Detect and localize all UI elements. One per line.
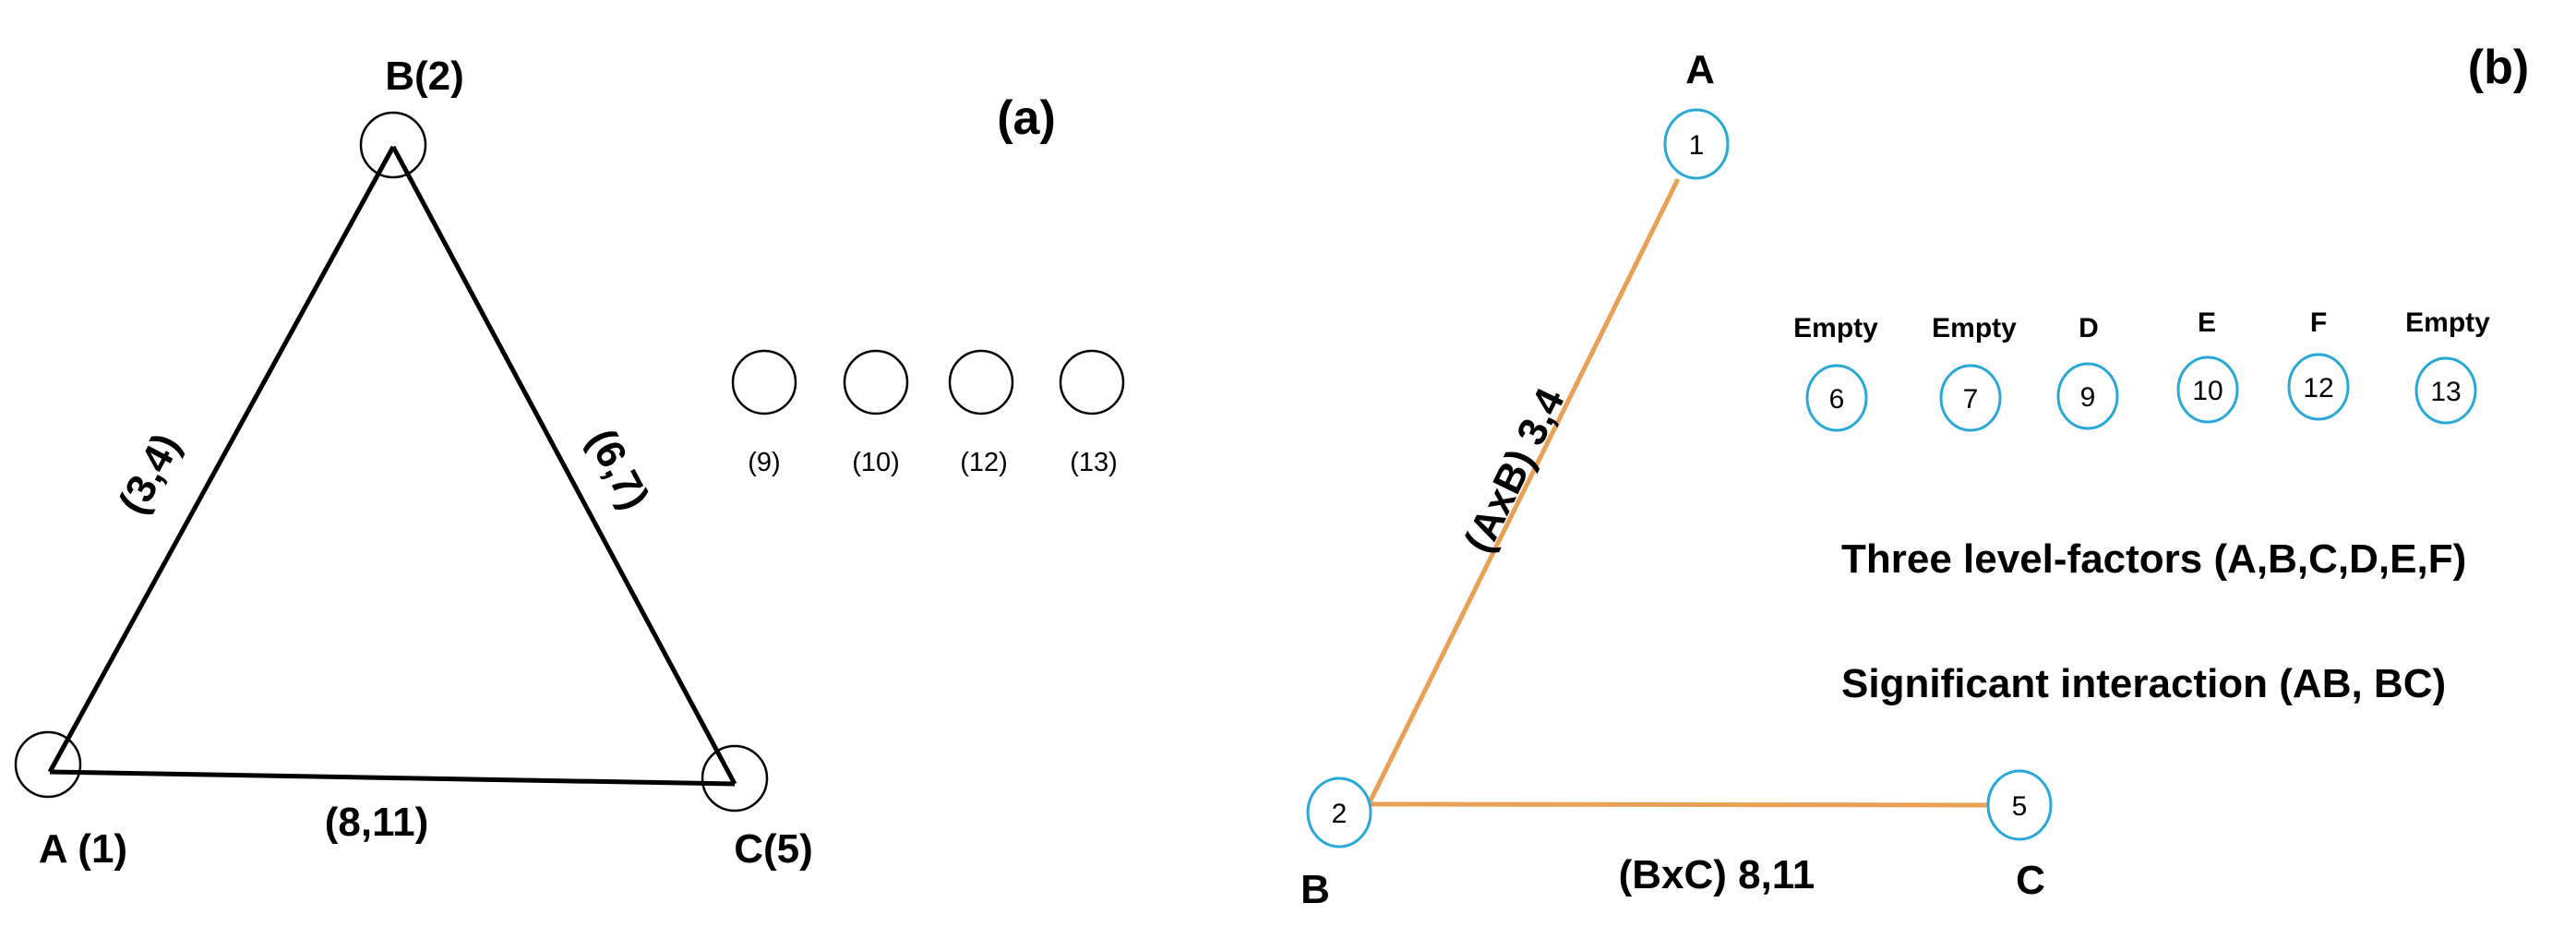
column-circle	[843, 349, 909, 415]
column-circle	[2176, 355, 2239, 424]
panel-a-label: (a)	[997, 91, 1056, 145]
column-circle	[2056, 362, 2119, 430]
column-label: (12)	[960, 448, 1008, 477]
column-circle	[731, 349, 797, 415]
node-c-number: 5	[2012, 791, 2028, 822]
column-assignments: Empty 6 Empty 7 D 9 E 10 F 12 Empty 13	[1793, 307, 2490, 432]
column-number: 7	[1963, 384, 1979, 415]
panel-b: (b) 1 A 2 B 5 C (AxB) 3,4 (BxC) 8,11 Emp…	[1300, 41, 2529, 912]
column-label: (13)	[1070, 448, 1118, 477]
vertex-c-circle	[701, 744, 769, 813]
vertex-a-circle	[14, 730, 82, 799]
edge-ac-label: (8,11)	[325, 800, 429, 845]
column-number: 6	[1829, 384, 1845, 415]
column-factor-label: E	[2198, 307, 2216, 338]
vertex-b-circle	[359, 111, 427, 179]
edge-bc-label: (6,7)	[579, 422, 658, 517]
edge-ab-line	[47, 145, 396, 774]
edge-bc-line	[390, 145, 737, 786]
panel-a-triangle	[47, 145, 737, 787]
node-b-circle	[1306, 777, 1372, 849]
edge-ab-label: (AxB) 3,4	[1456, 381, 1574, 560]
column-number: 10	[2192, 376, 2223, 406]
node-b-number: 2	[1332, 799, 1348, 829]
column-circle	[2287, 353, 2350, 421]
column-factor-label: Empty	[2405, 307, 2490, 338]
node-c-circle	[1986, 769, 2053, 841]
column-circle	[1805, 364, 1868, 432]
panel-a: (a) B(2) A (1) C(5) (3,4) (6,7) (8,11) (…	[14, 54, 1125, 872]
edge-bc-label: (BxC) 8,11	[1619, 852, 1815, 897]
column-label: (9)	[748, 448, 780, 477]
vertex-a-label: A (1)	[39, 826, 127, 872]
column-circle	[1059, 349, 1125, 415]
column-factor-label: F	[2310, 307, 2327, 338]
edge-ac-line	[49, 769, 736, 787]
node-b-letter: B	[1300, 867, 1330, 912]
note-significant-interaction: Significant interaction (AB, BC)	[1841, 661, 2446, 706]
column-number: 9	[2080, 382, 2096, 413]
column-factor-label: Empty	[1793, 313, 1878, 343]
edge-bc-line	[1368, 801, 2016, 808]
note-three-level-factors: Three level-factors (A,B,C,D,E,F)	[1841, 536, 2466, 582]
column-factor-label: D	[2079, 313, 2099, 343]
edge-ab-label: (3,4)	[110, 427, 189, 522]
column-circle	[1939, 364, 2002, 432]
panel-b-label: (b)	[2468, 41, 2529, 94]
column-number: 13	[2430, 377, 2461, 407]
node-a-circle	[1663, 108, 1730, 180]
vertex-c-label: C(5)	[734, 826, 813, 872]
node-a-number: 1	[1689, 130, 1705, 161]
unassigned-columns: (9) (10) (12) (13)	[731, 349, 1125, 477]
node-a-letter: A	[1685, 47, 1715, 92]
column-number: 12	[2303, 373, 2333, 403]
column-circle	[948, 349, 1014, 415]
vertex-b-label: B(2)	[385, 54, 464, 99]
column-circle	[2414, 356, 2477, 425]
node-c-letter: C	[2016, 858, 2045, 903]
edge-ab-line	[1366, 177, 1681, 806]
column-factor-label: Empty	[1932, 313, 2017, 343]
column-label: (10)	[852, 448, 900, 477]
